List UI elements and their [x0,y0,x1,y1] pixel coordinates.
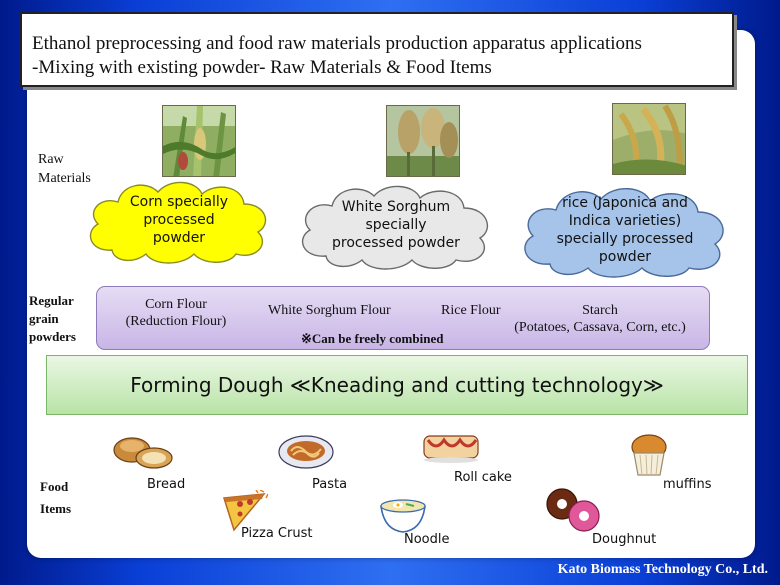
food-label-noodle: Noodle [404,532,450,547]
regular-label-line-2: grain [29,311,59,326]
food-label-pizza-crust: Pizza Crust [241,526,313,541]
powder-corn-line-1: Corn Flour [145,297,207,312]
doughnut-icon [542,486,606,537]
food-label-bread: Bread [147,477,186,492]
regular-label-line-1: Regular [29,293,74,308]
cloud-corn-line-1: Corn specially [129,194,229,210]
food-label-line-2: Items [40,501,72,516]
powder-starch: Starch (Potatoes, Cassava, Corn, etc.) [498,302,702,336]
cloud-rice-line-1: rice (Japonica and [562,195,688,211]
cloud-rice-line-3: specially processed [556,231,694,247]
powder-starch-line-2: (Potatoes, Cassava, Corn, etc.) [514,320,686,335]
cloud-corn-text: Corn specially processed powder [84,176,274,264]
forming-dough-box: Forming Dough ≪Kneading and cutting tech… [46,355,748,415]
cloud-corn-powder: Corn specially processed powder [84,176,274,264]
forming-dough-label: Forming Dough ≪Kneading and cutting tech… [130,373,664,397]
raw-label-line-1: Raw [38,152,64,167]
food-label-line-1: Food [40,479,69,494]
sorghum-photo [386,105,460,177]
food-label-muffins: muffins [663,477,712,492]
powder-corn-line-2: (Reduction Flour) [125,314,227,329]
raw-label-line-2: Materials [38,171,91,186]
cloud-sorghum-line-3: processed powder [332,235,460,251]
muffin-icon [628,433,670,482]
powder-rice-flour: Rice Flour [441,303,501,318]
food-label-pasta: Pasta [312,477,348,492]
regular-powders-label: Regular grain powders [29,292,76,346]
pasta-icon [277,433,335,476]
title-box: Ethanol preprocessing and food raw mater… [20,12,734,87]
title-line-2: -Mixing with existing powder- Raw Materi… [32,57,492,78]
roll-cake-icon [422,430,480,469]
cloud-corn-line-3: powder [152,230,206,246]
powder-white-sorghum-flour: White Sorghum Flour [268,303,391,318]
cloud-sorghum-line-1: White Sorghum [341,199,451,215]
cloud-corn-line-2: processed [143,212,215,228]
corn-photo [162,105,236,177]
bread-icon [112,432,174,475]
rice-photo [612,103,686,175]
company-credit: Kato Biomass Technology Co., Ltd. [557,562,768,577]
raw-materials-label: Raw Materials [38,150,91,188]
cloud-rice-powder: rice (Japonica and Indica varieties) spe… [518,182,732,278]
cloud-sorghum-text: White Sorghum specially processed powder [296,180,496,270]
noodle-icon [378,494,428,539]
title-line-1: Ethanol preprocessing and food raw mater… [32,33,642,54]
food-label-roll-cake: Roll cake [454,470,512,485]
regular-label-line-3: powders [29,329,76,344]
cloud-sorghum-line-2: specially [365,217,427,233]
powder-corn-flour: Corn Flour (Reduction Flour) [116,296,236,330]
powder-starch-line-1: Starch [582,303,618,318]
regular-powders-box [96,286,710,350]
cloud-rice-line-4: powder [598,249,652,265]
pizza-icon [220,489,269,537]
cloud-rice-text: rice (Japonica and Indica varieties) spe… [518,182,732,278]
food-label-doughnut: Doughnut [592,532,657,547]
cloud-sorghum-powder: White Sorghum specially processed powder [296,180,496,270]
food-items-label: Food Items [40,476,71,520]
combine-note: ※Can be freely combined [301,331,444,346]
cloud-rice-line-2: Indica varieties) [568,213,682,229]
